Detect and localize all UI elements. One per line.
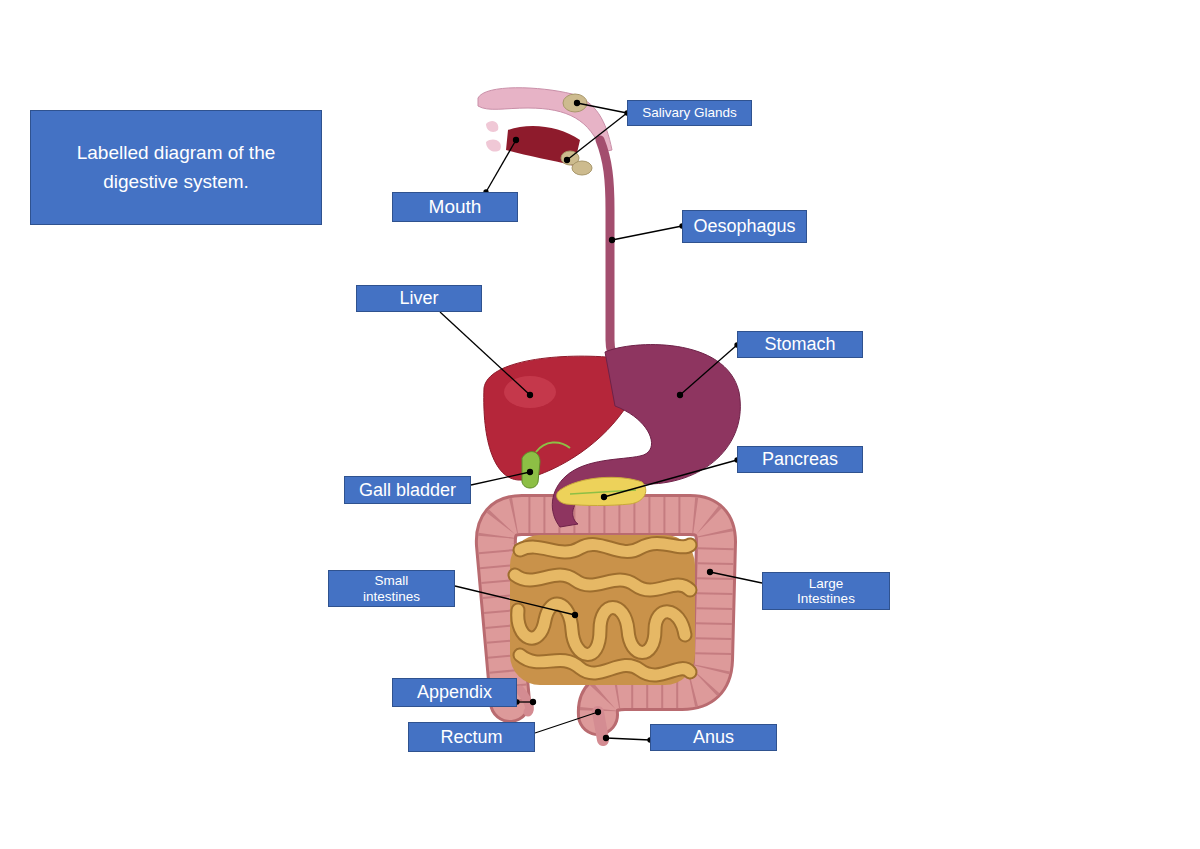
anal-canal [598, 712, 603, 740]
leader-line [535, 712, 598, 733]
leader-dot [604, 736, 609, 741]
small-intestine-outline [520, 543, 690, 552]
leader-dot [678, 393, 683, 398]
label-text: Mouth [429, 196, 482, 217]
upper-lip [486, 121, 498, 132]
small-intestine [520, 655, 690, 675]
leader-dot [602, 495, 607, 500]
label-text: Large Intestines [784, 576, 869, 606]
leader-dot [565, 158, 570, 163]
leader-dot [610, 238, 615, 243]
small-intestine-outline [515, 575, 690, 590]
leader-line [612, 226, 682, 240]
label-box: Oesophagus [682, 210, 807, 243]
label-text: Rectum [440, 727, 502, 747]
label-box: Pancreas [737, 446, 863, 473]
pancreas [557, 477, 646, 505]
label-box: Large Intestines [762, 572, 890, 610]
stomach [552, 345, 740, 527]
appendix [520, 690, 530, 712]
label-text: Stomach [764, 334, 835, 354]
leader-line [577, 103, 627, 113]
label-box: Liver [356, 285, 482, 312]
title-box: Labelled diagram of the digestive system… [30, 110, 322, 225]
leader-dot [514, 138, 519, 143]
leader-dot [596, 710, 601, 715]
label-box: Salivary Glands [627, 100, 752, 126]
label-text: Oesophagus [693, 216, 795, 236]
leader-line [440, 312, 530, 395]
large-intestine-haustra [496, 515, 716, 715]
leader-line [486, 140, 516, 192]
label-text: Salivary Glands [642, 105, 737, 120]
leader-line [567, 113, 627, 160]
title-text: Labelled diagram of the digestive system… [59, 139, 293, 196]
salivary-gland [563, 94, 587, 112]
leader-line [606, 738, 650, 740]
label-box: Stomach [737, 331, 863, 358]
bile-duct [536, 442, 570, 452]
leader-line [604, 460, 737, 497]
leader-dot [528, 393, 533, 398]
small-intestine-outline [520, 655, 690, 675]
lower-lip [486, 140, 501, 152]
leader-dot [531, 700, 536, 705]
label-box: Mouth [392, 192, 518, 222]
label-text: Small intestines [349, 573, 434, 603]
leader-line [455, 586, 575, 615]
small-intestine-outline [518, 604, 685, 654]
leader-line [471, 472, 530, 485]
small-intestine [515, 575, 690, 590]
leader-dot [575, 101, 580, 106]
oesophagus [600, 140, 616, 362]
label-box: Gall bladder [344, 476, 471, 504]
small-intestine [520, 543, 690, 552]
label-box: Rectum [408, 722, 535, 752]
liver-highlight [504, 376, 556, 408]
small-intestine-mass [510, 535, 695, 685]
leader-line [680, 345, 737, 395]
label-box: Appendix [392, 678, 517, 707]
salivary-gland [572, 161, 592, 175]
small-intestine [518, 604, 685, 654]
leader-line [710, 572, 762, 583]
label-text: Appendix [417, 682, 492, 702]
large-intestine [496, 515, 716, 715]
label-text: Pancreas [762, 449, 838, 469]
large-intestine-outline [496, 515, 716, 715]
tongue [506, 126, 580, 166]
leader-dot [573, 613, 578, 618]
leader-dot [528, 470, 533, 475]
gall-bladder [522, 452, 540, 488]
leader-dot [708, 570, 713, 575]
label-box: Small intestines [328, 570, 455, 607]
label-text: Anus [693, 727, 734, 747]
label-box: Anus [650, 724, 777, 751]
label-text: Liver [399, 288, 438, 308]
label-text: Gall bladder [359, 480, 456, 500]
